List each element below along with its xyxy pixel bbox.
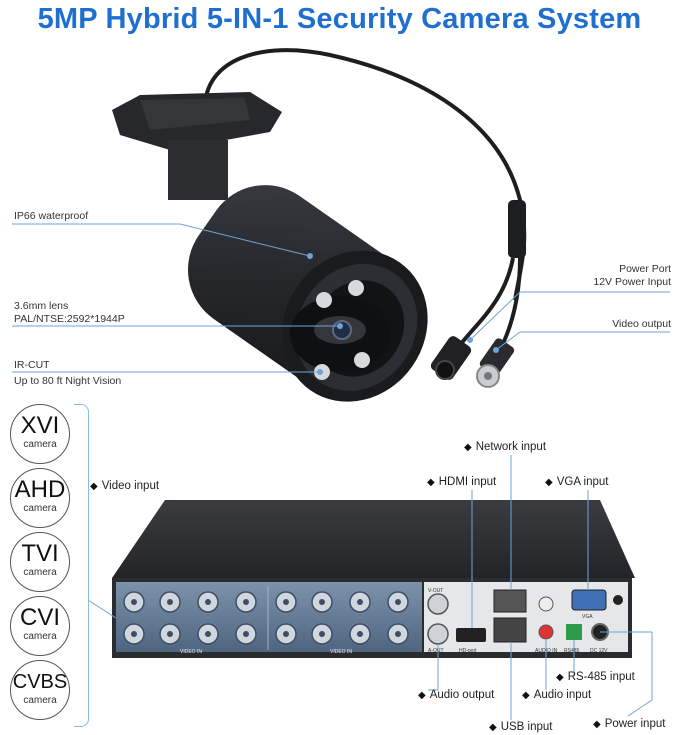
audio-in-socket-1: [538, 596, 554, 612]
diamond-icon: ◆: [556, 672, 564, 683]
network-port: [493, 589, 527, 613]
label-video-output: Video output: [612, 318, 671, 330]
panel-aout: A-OUT: [428, 648, 444, 654]
badge-ahd-sub: camera: [23, 503, 57, 514]
badge-tvi-sub: camera: [23, 567, 57, 578]
badge-cvbs-sub: camera: [23, 695, 57, 706]
label-12v-power: 12V Power Input: [593, 276, 671, 288]
callout-video-input: ◆Video input: [90, 479, 159, 494]
callout-audio-output: ◆Audio output: [418, 688, 494, 703]
audio-in-socket-2: [538, 624, 554, 640]
panel-audio-in: AUDIO IN: [535, 648, 558, 654]
badge-xvi: XVI camera: [10, 404, 70, 464]
callout-text: USB input: [500, 721, 553, 733]
label-waterproof: IP66 waterproof: [14, 210, 89, 222]
diamond-icon: ◆: [593, 719, 601, 730]
cable-splitter: [508, 200, 526, 258]
callout-rs485-input: ◆RS-485 input: [556, 670, 635, 685]
panel-hd-port: HD-port: [459, 648, 477, 654]
audio-out-socket: [427, 623, 449, 645]
diamond-icon: ◆: [464, 442, 472, 453]
callout-text: Audio input: [533, 689, 592, 701]
callout-text: Audio output: [429, 689, 495, 701]
badge-cvbs: CVBS camera: [10, 660, 70, 720]
rs485-terminal: [566, 624, 582, 640]
badge-cvi: CVI camera: [10, 596, 70, 656]
callout-text: HDMI input: [438, 476, 497, 488]
diamond-icon: ◆: [427, 477, 435, 488]
callout-vga-input: ◆VGA input: [545, 475, 609, 490]
diamond-icon: ◆: [90, 481, 98, 492]
badge-xvi-sub: camera: [23, 439, 57, 450]
panel-dc12v: DC 12V: [590, 648, 608, 654]
badge-cvbs-name: CVBS: [12, 671, 68, 693]
panel-video-in-left: VIDEO IN: [180, 649, 202, 655]
label-resolution: PAL/NTSE:2592*1944P: [14, 313, 125, 325]
diamond-icon: ◆: [545, 477, 553, 488]
page-title: 5MP Hybrid 5-IN-1 Security Camera System: [37, 3, 642, 35]
badge-xvi-name: XVI: [20, 412, 60, 439]
switch-knob: [613, 595, 623, 605]
callout-text: RS-485 input: [567, 671, 635, 683]
dvr-recorder: [112, 500, 635, 658]
diamond-icon: ◆: [522, 690, 530, 701]
callout-text: Power input: [604, 718, 666, 730]
diamond-icon: ◆: [418, 690, 426, 701]
callout-hdmi-input: ◆HDMI input: [427, 475, 496, 490]
callout-network-input: ◆Network input: [464, 440, 546, 455]
panel-video-in-right: VIDEO IN: [330, 649, 352, 655]
format-bracket: [74, 404, 89, 727]
panel-vga: VGA: [582, 614, 593, 620]
callout-text: VGA input: [556, 476, 609, 488]
vga-port: [571, 589, 607, 611]
badge-cvi-sub: camera: [23, 631, 57, 642]
badge-ahd-name: AHD: [14, 476, 66, 503]
label-lens: 3.6mm lens: [14, 300, 69, 312]
badge-tvi-name: TVI: [21, 540, 59, 567]
label-ircut: IR-CUT: [14, 359, 50, 371]
label-night-vision: Up to 80 ft Night Vision: [14, 375, 122, 387]
badge-tvi: TVI camera: [10, 532, 70, 592]
hdmi-port: [456, 628, 486, 642]
callout-audio-input: ◆Audio input: [522, 688, 591, 703]
callout-text: Network input: [475, 441, 547, 453]
badge-ahd: AHD camera: [10, 468, 70, 528]
bnc-sockets: [123, 591, 409, 645]
callout-text: Video input: [101, 480, 160, 492]
video-out-socket: [427, 593, 449, 615]
badge-cvi-name: CVI: [19, 604, 60, 631]
label-power-port: Power Port: [619, 263, 671, 275]
diamond-icon: ◆: [489, 722, 497, 733]
callout-power-input: ◆Power input: [593, 717, 665, 732]
bnc-connector: [476, 338, 515, 388]
callout-usb-input: ◆USB input: [489, 720, 552, 735]
panel-vout: V-OUT: [428, 588, 444, 594]
usb-ports: [493, 617, 527, 643]
panel-rs485: RS485: [564, 648, 580, 654]
power-plug: [430, 336, 472, 380]
